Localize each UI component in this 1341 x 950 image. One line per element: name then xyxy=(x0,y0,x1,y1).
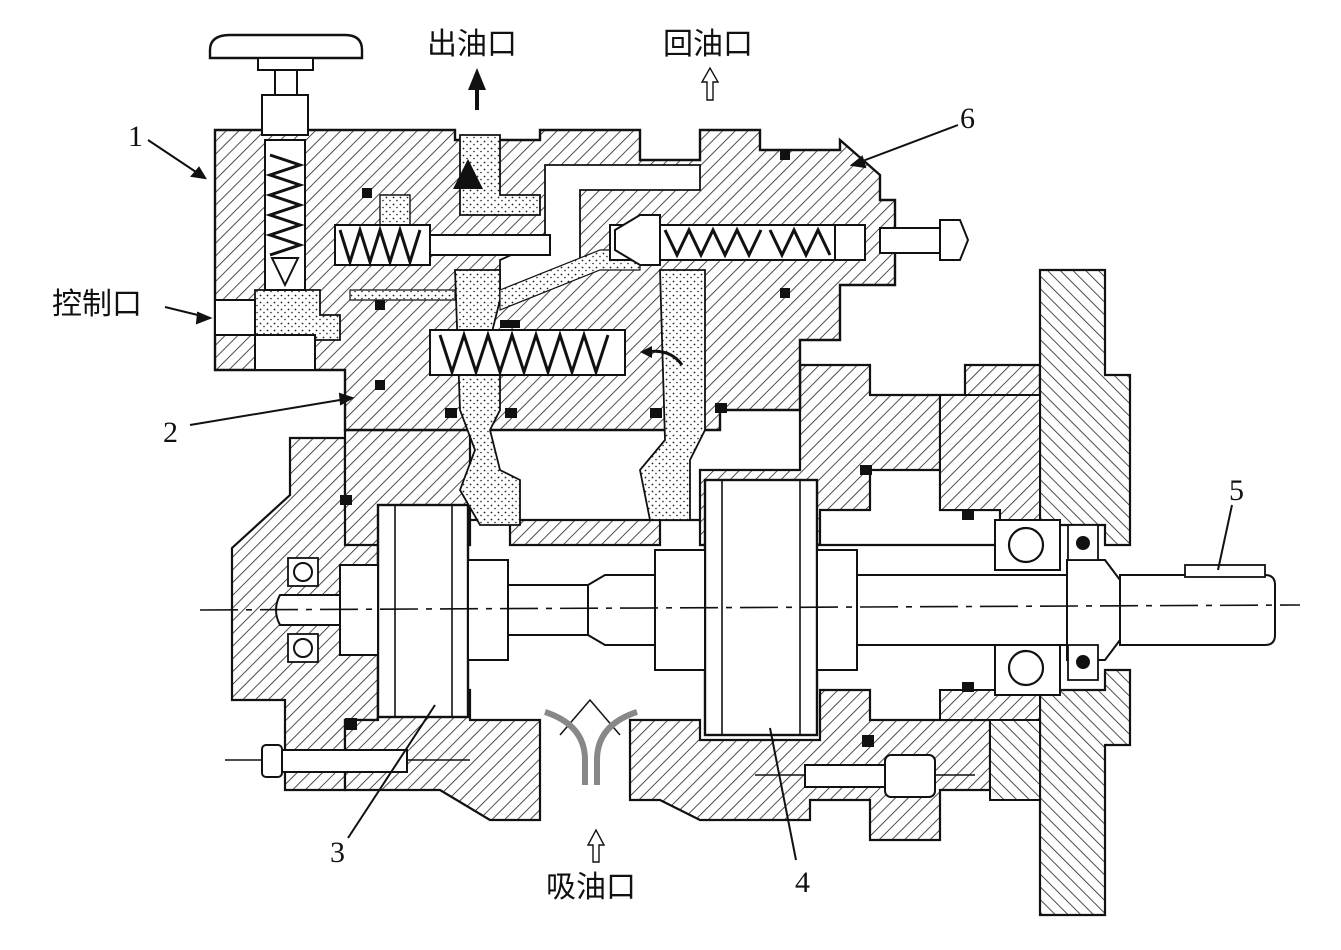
flow-arrows xyxy=(453,66,720,863)
pump-housing xyxy=(230,268,1132,917)
bolt-left xyxy=(225,744,470,778)
control-port-label: 控制口 xyxy=(52,287,142,322)
callout-leaders xyxy=(147,124,1233,861)
pilot-valve xyxy=(208,33,364,291)
bearings xyxy=(287,519,1099,696)
gear-left xyxy=(376,503,470,719)
relief-valve xyxy=(609,214,970,266)
bolt-right xyxy=(755,754,975,798)
callout-4: 4 xyxy=(795,866,810,899)
outlet-port-label: 出油口 xyxy=(427,27,517,62)
callout-5: 5 xyxy=(1229,474,1244,507)
seals xyxy=(340,150,974,747)
callout-2: 2 xyxy=(163,416,178,449)
drive-shaft xyxy=(275,549,1276,671)
callout-6: 6 xyxy=(960,102,975,135)
suction-port-label: 吸油口 xyxy=(546,870,636,905)
shaft-centerline xyxy=(199,604,1301,611)
callout-1: 1 xyxy=(128,120,143,153)
return-port-label: 回油口 xyxy=(663,27,753,62)
callout-3: 3 xyxy=(330,836,345,869)
spool-spring xyxy=(334,224,626,377)
suction-passage xyxy=(544,698,638,785)
